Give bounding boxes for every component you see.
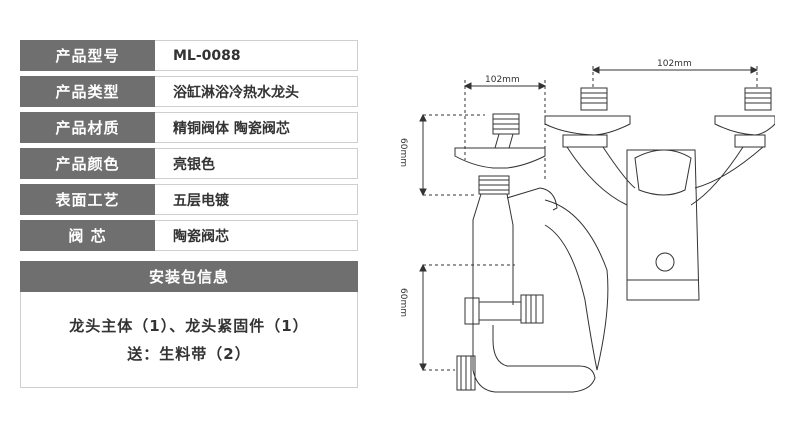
spec-table: 产品型号 ML-0088 产品类型 浴缸淋浴冷热水龙头 产品材质 精铜阀体 陶瓷…: [20, 40, 358, 256]
spec-label: 产品材质: [20, 112, 155, 143]
spec-value: 精铜阀体 陶瓷阀芯: [155, 112, 358, 143]
spec-label: 表面工艺: [20, 184, 155, 215]
dim-label-lower-height: 60mm: [398, 288, 408, 317]
spec-value: 亮银色: [155, 148, 358, 179]
spec-row-model: 产品型号 ML-0088: [20, 40, 358, 71]
dim-label-side-width: 102mm: [485, 75, 520, 85]
install-package-header: 安装包信息: [20, 261, 358, 292]
dim-label-upper-height: 60mm: [398, 138, 408, 167]
spec-row-finish: 表面工艺 五层电镀: [20, 184, 358, 215]
spec-value: 陶瓷阀芯: [155, 220, 358, 251]
install-package-contents: 龙头主体（1）、龙头紧固件（1） 送：生料带（2）: [20, 292, 358, 388]
package-line-main: 龙头主体（1）、龙头紧固件（1）: [69, 316, 309, 335]
spec-row-color: 产品颜色 亮银色: [20, 148, 358, 179]
spec-label: 产品类型: [20, 76, 155, 107]
spec-label: 产品颜色: [20, 148, 155, 179]
faucet-technical-drawing: 102mm 102mm 60mm 60mm: [398, 59, 775, 393]
spec-row-type: 产品类型 浴缸淋浴冷热水龙头: [20, 76, 358, 107]
spec-value: ML-0088: [155, 40, 358, 71]
dim-label-front-width: 102mm: [657, 59, 692, 69]
package-line-gift: 送：生料带（2）: [127, 344, 251, 363]
spec-label: 阀 芯: [20, 220, 155, 251]
spec-label: 产品型号: [20, 40, 155, 71]
spec-value: 五层电镀: [155, 184, 358, 215]
spec-row-material: 产品材质 精铜阀体 陶瓷阀芯: [20, 112, 358, 143]
spec-row-valve: 阀 芯 陶瓷阀芯: [20, 220, 358, 251]
spec-value: 浴缸淋浴冷热水龙头: [155, 76, 358, 107]
